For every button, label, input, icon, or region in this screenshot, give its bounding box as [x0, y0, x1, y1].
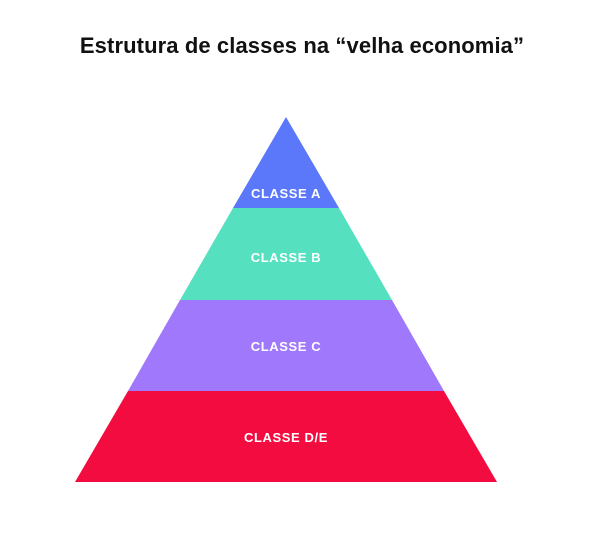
tier-classe-b [180, 208, 392, 300]
tier-label-classe-a: CLASSE A [251, 186, 321, 201]
diagram-title: Estrutura de classes na “velha economia” [79, 33, 525, 58]
tier-label-classe-de: CLASSE D/E [244, 430, 328, 445]
tier-label-classe-b: CLASSE B [251, 250, 322, 265]
tier-classe-a [233, 117, 339, 208]
tier-classe-c [128, 300, 444, 391]
tier-label-classe-c: CLASSE C [251, 339, 322, 354]
tier-classe-de [75, 391, 497, 482]
